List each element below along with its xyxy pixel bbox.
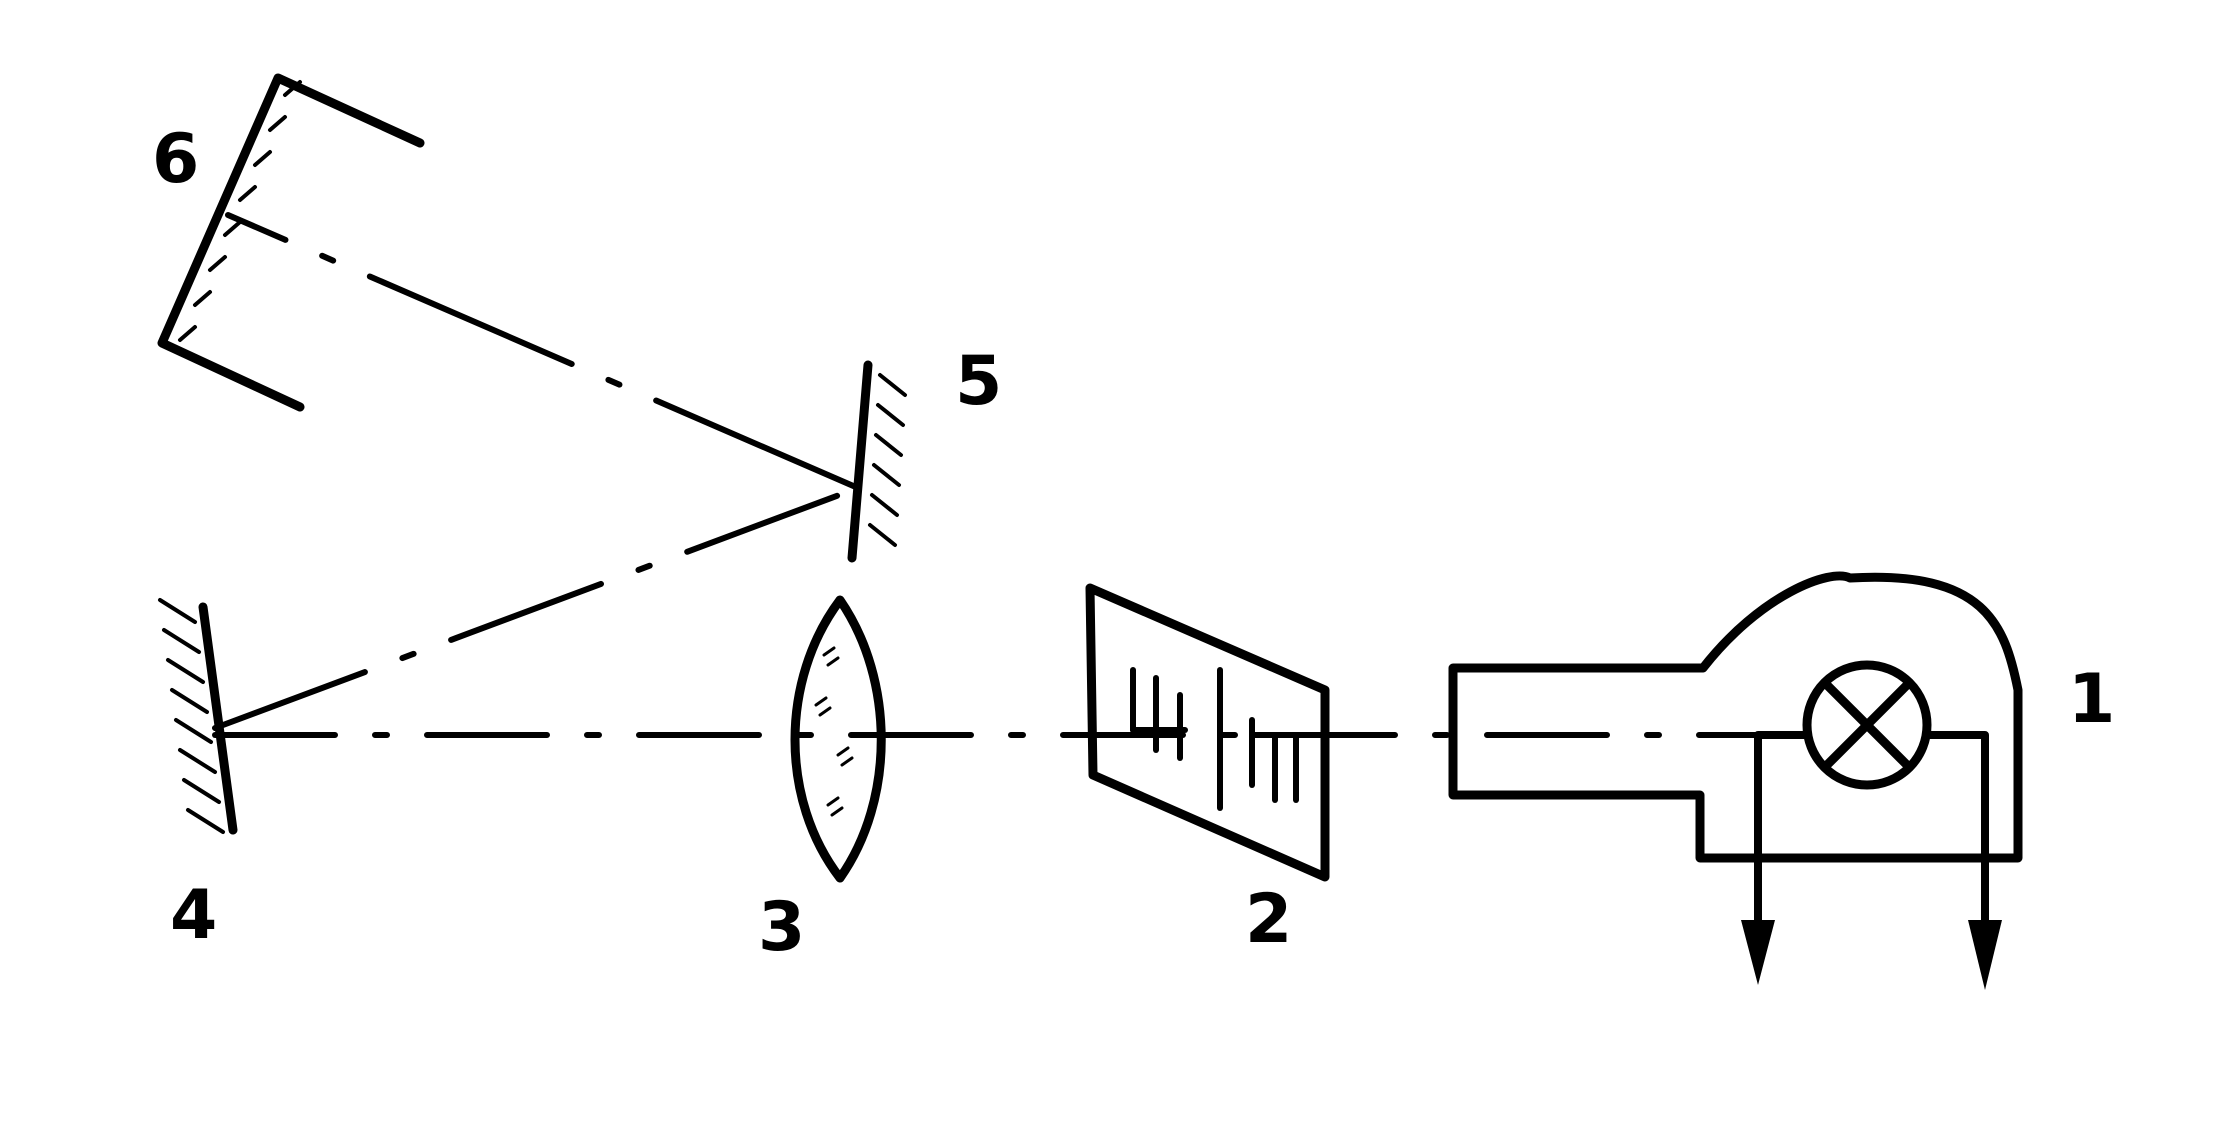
reflected-beam-2 (225, 212, 861, 491)
lamp-symbol (1754, 660, 1989, 924)
label-scale-plate: 2 (1245, 880, 1292, 959)
arrow-down-right (1968, 920, 2002, 990)
label-mirror-lower: 4 (170, 876, 217, 955)
label-lens: 3 (758, 888, 805, 967)
lens (790, 595, 886, 883)
scale-plate (1085, 583, 1330, 882)
label-screen: 6 (152, 120, 199, 199)
mirror-lower (158, 598, 238, 835)
label-mirror-upper: 5 (955, 342, 1002, 421)
lamp-housing (1448, 571, 2023, 863)
mirror-upper (847, 360, 907, 563)
screen (157, 73, 425, 412)
reflected-beam-1 (212, 485, 861, 731)
arrow-down-left (1741, 920, 1775, 985)
label-source: 1 (2068, 660, 2115, 739)
